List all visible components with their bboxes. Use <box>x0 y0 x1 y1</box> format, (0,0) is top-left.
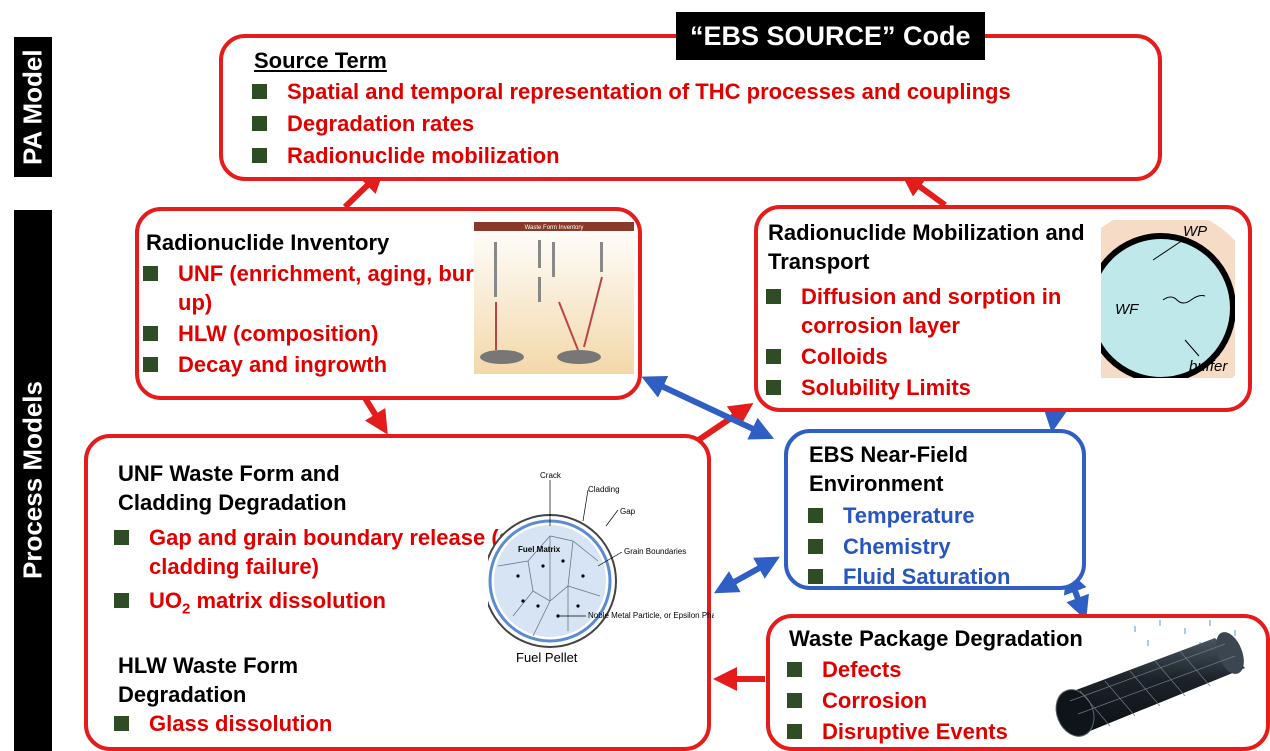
process-models-label: Process Models <box>14 210 52 751</box>
waste-form-inventory-figure: Waste Form Inventory <box>474 222 634 374</box>
unf-waste-item-2: UO2 matrix dissolution <box>112 586 386 623</box>
near-field-heading: EBS Near-Field Environment <box>809 442 968 496</box>
waste-package-item-3: Disruptive Events <box>785 717 1008 746</box>
fuel-pellet-figure: Fuel Matrix Crack Cladding Gap Grain Bou… <box>488 471 714 665</box>
source-term-heading: Source Term <box>254 48 387 73</box>
arrow-inventory-nearfield <box>641 375 775 440</box>
uo2-subscript: 2 <box>182 600 191 618</box>
waste-package-heading: Waste Package Degradation <box>789 626 1083 651</box>
svg-text:Gap: Gap <box>620 507 636 516</box>
uo2-prefix: UO <box>149 588 182 613</box>
svg-text:WF: WF <box>1115 301 1139 318</box>
svg-text:Crack: Crack <box>540 471 562 480</box>
inventory-item-3: Decay and ingrowth <box>141 350 387 379</box>
near-field-item-2: Chemistry <box>806 532 951 561</box>
near-field-item-1: Temperature <box>806 501 975 530</box>
inventory-item-1: UNF (enrichment, aging, burn-up) <box>141 259 508 317</box>
source-term-item-1: Spatial and temporal representation of T… <box>250 77 1011 106</box>
arrow-inventory-to-unf <box>362 396 388 435</box>
pa-model-label: PA Model <box>14 37 52 177</box>
hlw-heading: HLW Waste Form Degradation <box>118 653 299 707</box>
svg-text:buffer: buffer <box>1189 358 1228 375</box>
unf-waste-item-1: Gap and grain boundary release (at cladd… <box>112 523 529 581</box>
svg-text:Grain Boundaries: Grain Boundaries <box>624 547 686 556</box>
svg-text:Fuel Matrix: Fuel Matrix <box>518 545 561 554</box>
waste-package-cross-section-figure: WF WP buffer <box>1101 220 1235 378</box>
arrow-nearfield-package <box>1063 568 1089 621</box>
svg-text:Cladding: Cladding <box>588 485 620 494</box>
waste-package-item-2: Corrosion <box>785 686 927 715</box>
mobilization-item-1: Diffusion and sorption in corrosion laye… <box>764 282 1111 340</box>
source-term-item-2: Degradation rates <box>250 109 474 138</box>
uo2-suffix: matrix dissolution <box>190 588 386 613</box>
near-field-item-3: Fluid Saturation <box>806 562 1010 591</box>
mobilization-item-2: Colloids <box>764 342 888 371</box>
svg-text:WP: WP <box>1183 223 1207 240</box>
waste-package-figure <box>1055 620 1245 737</box>
inventory-heading: Radionuclide Inventory <box>146 230 390 255</box>
svg-text:Noble Metal Particle, or Epsil: Noble Metal Particle, or Epsilon Phase (… <box>588 611 714 620</box>
arrow-mobilization-to-source <box>900 172 947 208</box>
arrow-unf-to-mobilization <box>695 402 754 444</box>
waste-package-item-1: Defects <box>785 655 901 684</box>
inventory-item-2: HLW (composition) <box>141 319 378 348</box>
mobilization-heading: Radionuclide Mobilization and Transport <box>768 220 1085 274</box>
ebs-source-code-title: “EBS SOURCE” Code <box>676 12 985 60</box>
source-term-item-3: Radionuclide mobilization <box>250 141 560 170</box>
mobilization-item-3: Solubility Limits <box>764 373 971 402</box>
unf-waste-heading: UNF Waste Form and Cladding Degradation <box>118 461 347 515</box>
hlw-item-1: Glass dissolution <box>112 709 332 738</box>
svg-text:Fuel Pellet: Fuel Pellet <box>516 650 578 665</box>
arrow-unf-nearfield <box>713 556 780 594</box>
svg-text:Waste Form Inventory: Waste Form Inventory <box>525 225 584 231</box>
near-field-box <box>784 429 1086 590</box>
